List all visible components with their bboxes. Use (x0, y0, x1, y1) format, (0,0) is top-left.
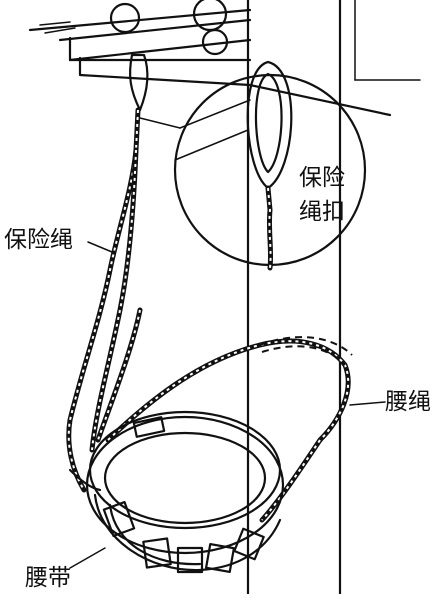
waist-belt-label: 腰带 (25, 565, 71, 591)
waist-belt-shape (68, 410, 285, 574)
safety-hook-label-line2: 绳扣 (299, 199, 345, 225)
safety-rope-label: 保险绳 (4, 227, 73, 253)
safety-rope-line (66, 53, 149, 493)
waist-rope-label: 腰绳 (385, 389, 431, 415)
safety-hook-label-line1: 保险 (299, 165, 345, 191)
cross-arm (28, 0, 392, 117)
waist-rope-line (105, 336, 386, 523)
safety-rope-leader (87, 241, 113, 253)
hook-detail-magnifier (139, 60, 367, 271)
